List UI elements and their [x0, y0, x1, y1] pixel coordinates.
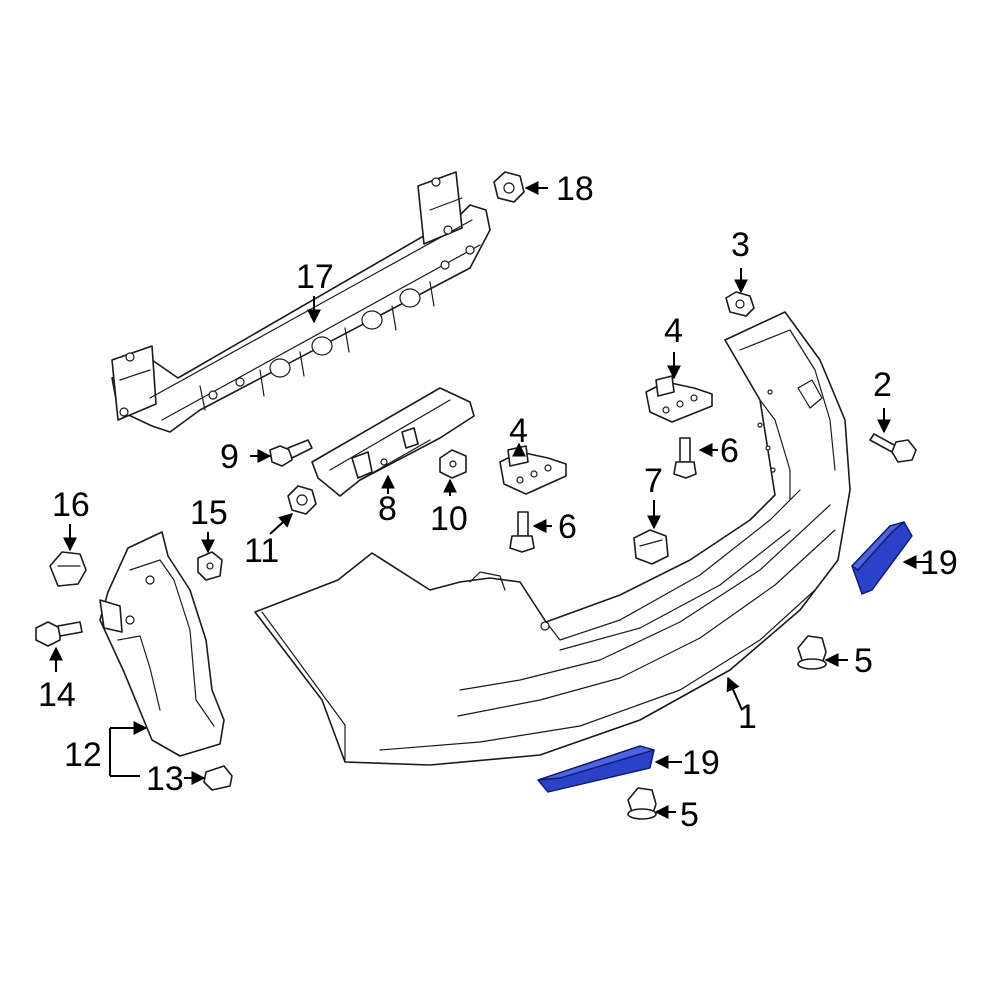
nut-3 [725, 291, 755, 317]
callout-5-upper: 5 [854, 642, 873, 680]
callout-4-upper: 4 [664, 312, 683, 350]
reflector-19-right [851, 521, 913, 595]
callout-6-lower: 6 [558, 508, 577, 546]
nut-18 [493, 171, 525, 203]
callout-3: 3 [731, 226, 750, 264]
callout-4-center: 4 [509, 412, 528, 450]
callout-17: 17 [296, 258, 334, 296]
callout-8: 8 [378, 490, 397, 528]
push-clip-5-lower [627, 787, 657, 820]
retainer-16 [49, 551, 87, 587]
bracket-8 [311, 387, 475, 497]
push-clip-5-upper [797, 635, 827, 670]
bracket-4-center [499, 445, 567, 495]
bracket-4-upper [645, 375, 713, 423]
callout-13: 13 [146, 760, 184, 798]
leader-lines [49, 181, 930, 819]
callout-2: 2 [873, 366, 892, 404]
bolt-14 [35, 621, 83, 647]
callout-1: 1 [738, 698, 757, 736]
reinforcement-beam [111, 171, 491, 433]
bolt-9 [269, 439, 313, 467]
callout-14: 14 [38, 676, 76, 714]
callout-10: 10 [430, 500, 468, 538]
reflector-19-lower [537, 745, 655, 793]
callout-19-lower: 19 [682, 744, 720, 782]
clip-10 [439, 449, 467, 479]
beam-holes [119, 177, 475, 417]
nut-11 [287, 485, 317, 515]
screw-2 [869, 433, 917, 463]
callout-15: 15 [190, 494, 228, 532]
bolt-6-lower [509, 511, 535, 553]
callout-9: 9 [220, 438, 239, 476]
callout-11: 11 [244, 532, 279, 570]
callout-labels: 1 2 3 4 4 5 5 6 6 7 8 9 10 11 12 13 14 1… [38, 170, 958, 834]
callout-19-right: 19 [920, 544, 958, 582]
callout-6-upper: 6 [720, 432, 739, 470]
bolt-6-upper [673, 437, 697, 479]
clip-nut-13 [203, 765, 233, 791]
callout-18: 18 [556, 170, 594, 208]
side-bracket-12 [99, 531, 225, 757]
callout-7: 7 [644, 462, 663, 500]
bumper-cover [254, 311, 851, 766]
callout-12: 12 [64, 736, 102, 774]
callout-5-lower: 5 [680, 796, 699, 834]
clip-15 [197, 551, 223, 581]
callout-16: 16 [52, 486, 90, 524]
clip-7 [633, 529, 669, 565]
